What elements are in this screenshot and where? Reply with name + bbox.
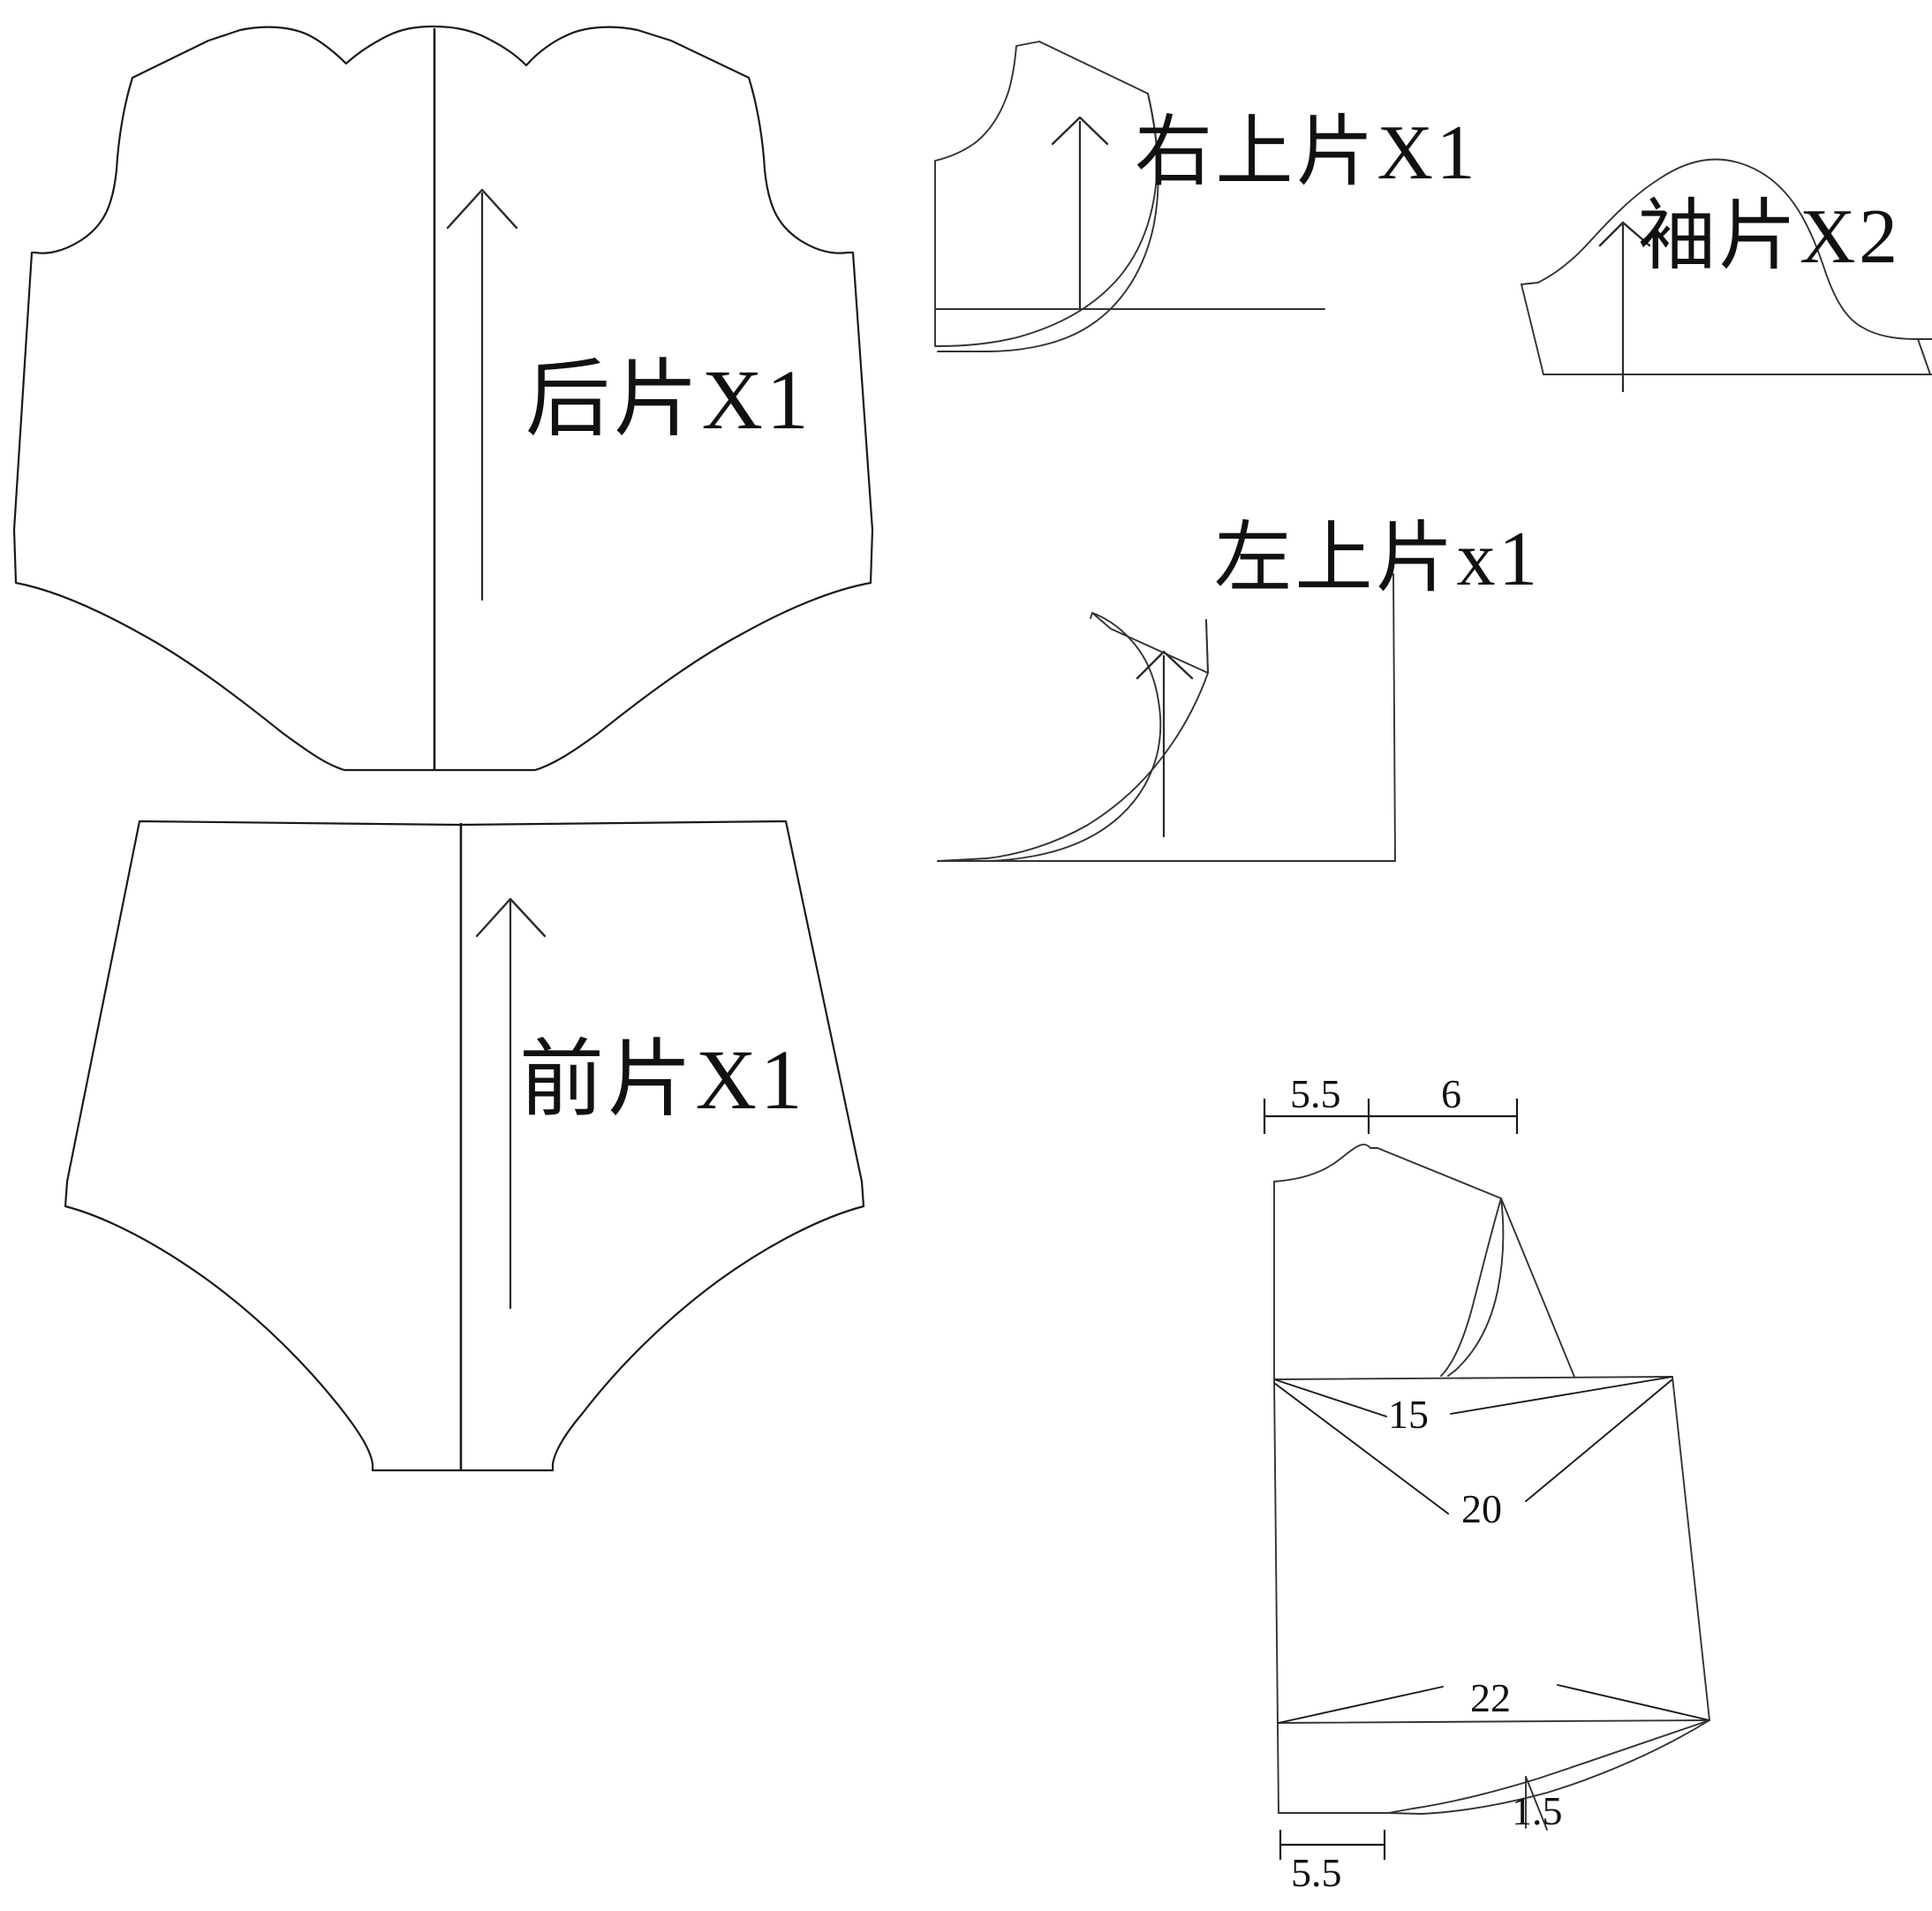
notch-1point5 bbox=[1525, 1776, 1548, 1831]
draft-armhole bbox=[1447, 1197, 1505, 1377]
label-back-piece: 后片X1 bbox=[525, 352, 812, 447]
dimension-label-neck-width: 5.5 bbox=[1290, 1071, 1341, 1116]
draft-side-seam-upper bbox=[1500, 1197, 1575, 1378]
piece-left-upper bbox=[937, 573, 1396, 862]
leader-22-right bbox=[1557, 1684, 1710, 1721]
left-upper-neck-curve bbox=[937, 612, 1162, 862]
dimension-label-hip-width: 22 bbox=[1470, 1675, 1511, 1720]
sleeve-right-side bbox=[1917, 338, 1931, 375]
draft-center-front-lower bbox=[1273, 1378, 1279, 1814]
draft-neckline bbox=[1273, 1144, 1378, 1182]
leader-20-left bbox=[1273, 1382, 1449, 1514]
left-upper-upper-edge bbox=[1090, 612, 1209, 674]
dimension-label-crotch-drop: 1.5 bbox=[1512, 1788, 1563, 1833]
label-right-upper-piece: 右上片X1 bbox=[1135, 110, 1479, 196]
dimension-label-bust-upper: 15 bbox=[1388, 1392, 1429, 1437]
dimension-bottom-55 bbox=[1279, 1830, 1386, 1860]
draft-side-seam-lower bbox=[1672, 1376, 1710, 1721]
left-upper-right-edge bbox=[1392, 573, 1396, 862]
right-upper-grainline bbox=[1051, 116, 1109, 309]
front-bodice-outline-mirror bbox=[457, 820, 865, 1472]
front-grainline bbox=[475, 897, 547, 1309]
sleeve-left-side bbox=[1521, 283, 1544, 375]
draft-chest-line bbox=[1273, 1376, 1673, 1380]
piece-right-upper bbox=[934, 41, 1325, 352]
back-grainline bbox=[446, 188, 518, 600]
sleeve-grainline bbox=[1598, 221, 1651, 392]
right-upper-hem-flare bbox=[937, 93, 1159, 352]
draft-armhole-inner bbox=[1440, 1197, 1502, 1377]
dimension-label-shoulder-width: 6 bbox=[1441, 1071, 1461, 1116]
measured-draft bbox=[1263, 1099, 1710, 1860]
label-sleeve-piece: 袖片X2 bbox=[1638, 194, 1901, 280]
label-front-piece: 前片X1 bbox=[519, 1032, 806, 1127]
draft-shoulder bbox=[1377, 1147, 1502, 1199]
right-upper-outline bbox=[934, 41, 1158, 347]
leader-20-right bbox=[1525, 1378, 1673, 1502]
draft-hem-curve-inner bbox=[1387, 1719, 1710, 1815]
leader-15-right bbox=[1450, 1376, 1673, 1415]
front-bodice-outline bbox=[64, 820, 461, 1472]
left-upper-outline bbox=[937, 619, 1209, 862]
left-upper-grainline bbox=[1136, 650, 1194, 837]
piece-back-bodice bbox=[12, 25, 874, 772]
piece-sleeve bbox=[1521, 158, 1932, 392]
sleeve-cap-curve bbox=[1521, 158, 1932, 340]
leader-15-left bbox=[1273, 1378, 1387, 1417]
dimension-top-row bbox=[1263, 1099, 1519, 1134]
back-bodice-outline bbox=[12, 25, 434, 772]
dimension-label-bust-lower: 20 bbox=[1461, 1486, 1502, 1531]
leader-22-left bbox=[1278, 1686, 1444, 1724]
piece-front-bodice bbox=[64, 820, 865, 1472]
draft-hem-curve bbox=[1387, 1719, 1710, 1814]
back-bodice-outline-mirror bbox=[431, 25, 874, 772]
dimension-label-bottom-width: 5.5 bbox=[1291, 1850, 1342, 1895]
draft-hip-line bbox=[1278, 1719, 1710, 1724]
label-left-upper-piece: 左上片x1 bbox=[1214, 517, 1541, 602]
